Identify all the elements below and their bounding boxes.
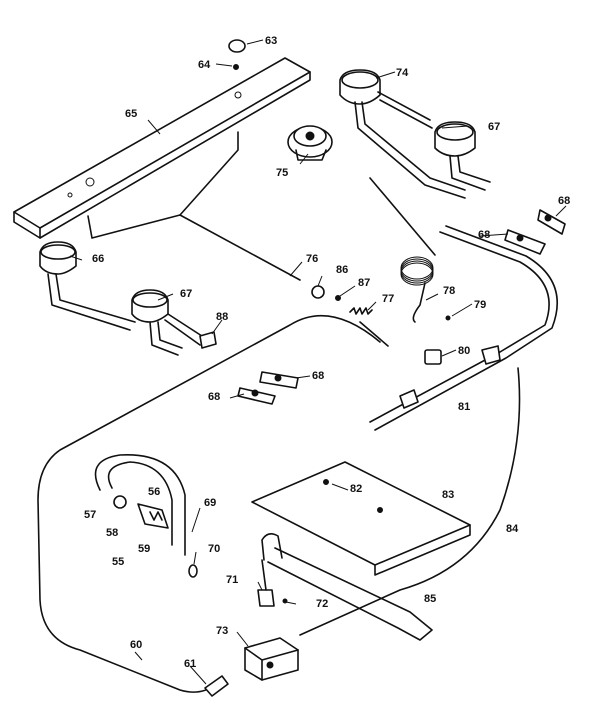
callout-68-left-lower: 68 [208, 391, 220, 403]
part-68-valve-right-upper [537, 209, 566, 235]
callout-82: 82 [350, 483, 362, 495]
part-67-burner-right [434, 121, 491, 191]
callout-72: 72 [316, 598, 328, 610]
callout-81: 81 [458, 401, 470, 413]
part-79-screw [445, 315, 451, 321]
callout-71: 71 [226, 574, 238, 586]
callout-58: 58 [106, 527, 118, 539]
part-83-plate [251, 461, 471, 576]
callout-76: 76 [306, 253, 318, 265]
callout-74: 74 [396, 67, 409, 79]
callout-85: 85 [424, 593, 436, 605]
callout-65: 65 [125, 108, 137, 120]
callout-61: 61 [184, 658, 196, 670]
part-68-valve-left-upper [259, 371, 299, 389]
part-81-manifold [369, 225, 559, 431]
part-75-regulator [287, 125, 333, 161]
callout-55: 55 [112, 556, 124, 568]
part-75-lead [369, 177, 436, 256]
part-77-spring [349, 307, 389, 347]
callout-57: 57 [84, 509, 96, 521]
callout-83: 83 [442, 489, 454, 501]
callout-68-right: 68 [478, 229, 490, 241]
part-86-nut [311, 285, 325, 299]
part-68-valve-right-lower [504, 229, 546, 255]
part-65-bracket [13, 57, 311, 239]
callout-labels: 63 64 65 66 67 67 74 75 76 86 87 77 78 7… [84, 35, 570, 670]
part-70-nut [188, 564, 198, 578]
part-71-orifice [257, 559, 275, 607]
part-84-lead [299, 367, 521, 636]
part-59-clip [149, 511, 163, 521]
part-80-fitting [424, 349, 442, 365]
part-58-valve [137, 503, 169, 529]
callout-67-right: 67 [488, 121, 500, 133]
part-85-broiler-burner [261, 532, 433, 641]
callout-80: 80 [458, 345, 470, 357]
part-57-nut [113, 495, 127, 509]
callout-60: 60 [130, 639, 142, 651]
callout-70: 70 [208, 543, 220, 555]
part-60-tube [37, 314, 381, 693]
part-76-lead [87, 131, 301, 281]
part-63-cap [228, 39, 246, 53]
callout-88: 88 [216, 311, 228, 323]
callout-59: 59 [138, 543, 150, 555]
callout-66: 66 [92, 253, 104, 265]
part-87-washer [335, 295, 341, 301]
callout-67-left: 67 [180, 288, 192, 300]
part-68-valve-left-lower [237, 387, 276, 405]
callout-63: 63 [265, 35, 277, 47]
callout-56: 56 [148, 486, 160, 498]
part-61-fitting [204, 675, 229, 697]
leader-lines [69, 39, 567, 685]
callout-77: 77 [382, 293, 394, 305]
callout-87: 87 [358, 277, 370, 289]
part-66-burner-left [39, 241, 136, 331]
part-74-burner [339, 69, 466, 199]
callout-78: 78 [443, 285, 455, 297]
part-78-coil [400, 256, 434, 323]
callout-79: 79 [474, 299, 486, 311]
callout-69: 69 [204, 497, 216, 509]
part-56-loop [94, 454, 186, 556]
part-64-screw [233, 64, 239, 70]
callout-68-left-upper: 68 [312, 370, 324, 382]
part-67-burner-left [131, 289, 206, 356]
callout-84: 84 [506, 523, 519, 535]
callout-86: 86 [336, 264, 348, 276]
callout-68-far-right: 68 [558, 195, 570, 207]
part-73-valve [244, 637, 299, 681]
part-88-orifice [199, 331, 217, 349]
callout-64: 64 [198, 59, 211, 71]
callout-73: 73 [216, 625, 228, 637]
callout-75: 75 [276, 167, 288, 179]
